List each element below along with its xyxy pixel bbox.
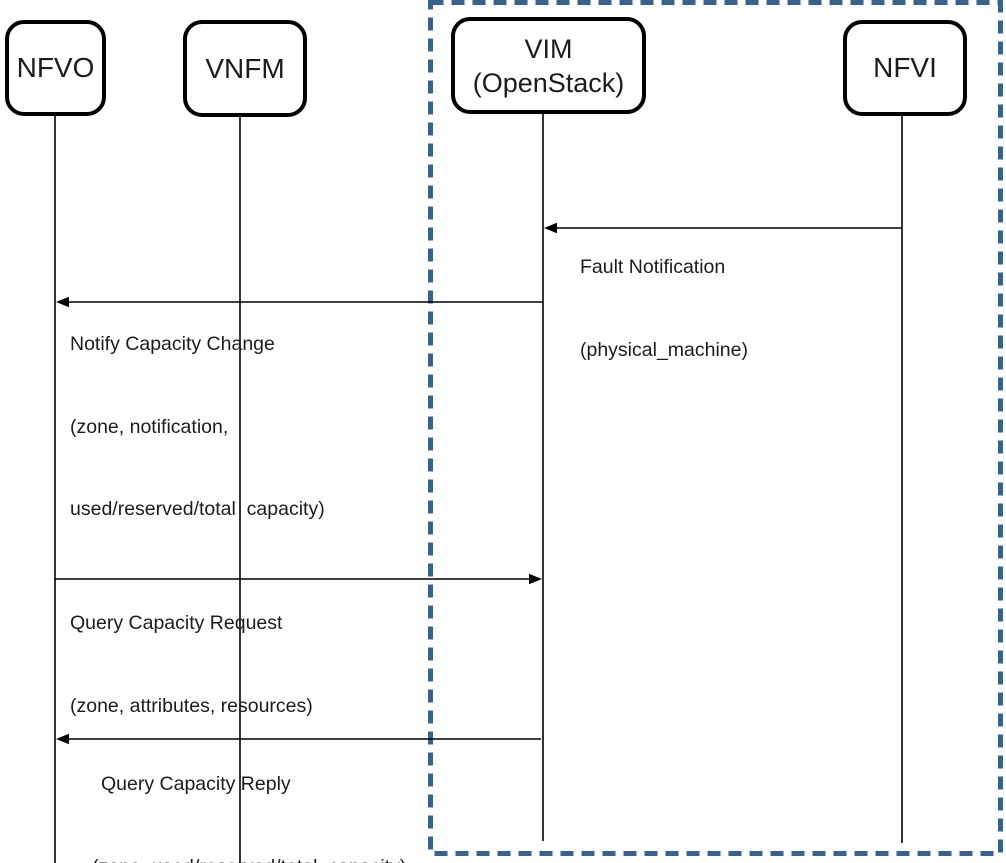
- vim-nfvi-boundary-box: [428, 0, 1003, 856]
- message-line: Notify Capacity Change: [70, 333, 275, 355]
- message-line: Query Capacity Request: [70, 612, 283, 634]
- participant-label: NFVI: [873, 52, 937, 83]
- message-line: (zone, attributes, resources): [70, 694, 313, 717]
- message-line: used/reserved/total capacity): [70, 498, 325, 520]
- message-line: Fault Notification: [580, 256, 726, 278]
- message-line: (zone, used/reserved/total capacity): [92, 854, 406, 863]
- arrowhead-left-icon: [56, 733, 69, 745]
- message-line: (physical_machine): [580, 338, 748, 361]
- message-line: Query Capacity Reply: [101, 773, 291, 795]
- participant-label-line: (OpenStack): [472, 67, 625, 98]
- participant-label: VNFM: [205, 52, 285, 84]
- participant-vim-openstack: VIM (OpenStack): [451, 17, 646, 114]
- arrowhead-left-icon: [56, 296, 69, 308]
- participant-label: NFVO: [16, 52, 95, 83]
- participant-vnfm: VNFM: [183, 20, 307, 117]
- message-label-notify-capacity-change: Notify Capacity Change (zone, notificati…: [70, 276, 325, 579]
- arrowhead-left-icon: [544, 222, 557, 234]
- participant-label-line: VIM: [524, 33, 573, 64]
- message-line: (zone, notification,: [70, 415, 229, 438]
- participant-nfvi: NFVI: [843, 20, 967, 116]
- message-label-query-capacity-request: Query Capacity Request (zone, attributes…: [70, 555, 313, 775]
- message-label-fault-notification: Fault Notification (physical_machine): [580, 199, 748, 419]
- participant-nfvo: NFVO: [5, 20, 106, 116]
- message-label-query-capacity-reply: Query Capacity Reply (zone, used/reserve…: [92, 716, 406, 863]
- arrowhead-right-icon: [529, 573, 542, 585]
